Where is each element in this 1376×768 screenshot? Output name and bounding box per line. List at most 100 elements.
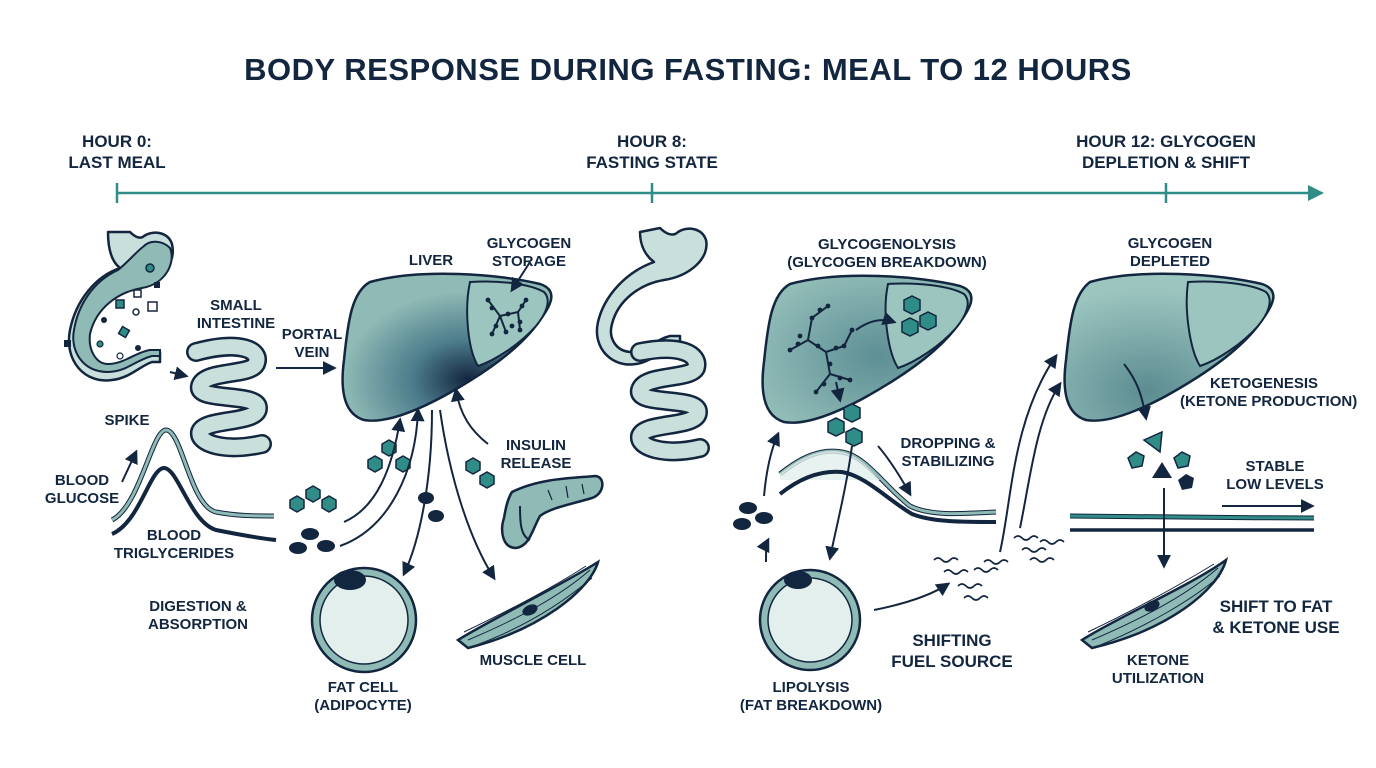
label-glycogen-storage-line-1: GLYCOGEN [486,235,572,252]
label-dropping-stabilizing-line-2: STABILIZING [901,453,995,470]
label-glycogen-depleted: GLYCOGEN DEPLETED [1112,235,1228,271]
arrow-spike [121,449,138,483]
fat-cell-icon [310,566,418,674]
label-blood-glucose-line-1: BLOOD [54,472,110,489]
label-stable-low-levels-line-2: LOW LEVELS [1226,476,1324,493]
label-small-intestine-line-2: INTESTINE [196,315,276,332]
timeline-label-hour-8: HOUR 8: FASTING STATE [562,131,742,173]
blood-triglycerides-curve [111,465,277,542]
blood-glucose-curve [110,427,275,523]
arrow-liver-to-muscle [439,409,496,581]
label-small-intestine: SMALL INTESTINE [186,297,286,333]
glucose-molecules-icon [289,439,495,513]
timeline-label-hour-0-line-2: LAST MEAL [68,153,166,172]
label-shifting-fuel-source-line-2: FUEL SOURCE [891,652,1013,671]
label-muscle-cell: MUSCLE CELL [479,652,587,669]
label-shift-to-fat-ketone-use: SHIFT TO FAT & KETONE USE [1206,596,1346,638]
stomach-icon [64,230,175,382]
small-intestine-icon [186,336,272,458]
label-shifting-fuel-source: SHIFTING FUEL SOURCE [888,630,1016,672]
arrow-stomach-to-intestine [169,366,189,381]
fat-droplets-icon [733,502,773,530]
timeline-label-hour-0: HOUR 0: LAST MEAL [52,131,182,173]
timeline-axis [115,183,1324,203]
label-fat-cell: FAT CELL (ADIPOCYTE) [300,679,426,715]
label-blood-triglycerides-line-2: TRIGLYCERIDES [113,545,235,562]
timeline-label-hour-12-line-1: HOUR 12: GLYCOGEN [1076,132,1256,151]
arrow-lipolysis-up [756,537,770,563]
liver-icon [341,272,553,422]
timeline-label-hour-0-line-1: HOUR 0: [82,132,152,151]
label-shifting-fuel-source-line-1: SHIFTING [912,631,992,650]
dropping-triglycerides-curve [778,469,997,524]
label-insulin-release-line-1: INSULIN [506,437,566,454]
arrow-fatty-acids-to-liver-b [1019,381,1062,529]
label-stable-low-levels: STABLE LOW LEVELS [1220,458,1330,494]
label-blood-triglycerides-line-1: BLOOD [146,527,202,544]
label-blood-glucose: BLOOD GLUCOSE [34,472,130,508]
ketone-bodies-icon [1127,430,1194,490]
timeline-label-hour-8-line-1: HOUR 8: [617,132,687,151]
label-ketogenesis: KETOGENESIS (KETONE PRODUCTION) [1180,375,1358,411]
label-portal-vein: PORTAL VEIN [272,326,352,362]
arrow-fatty-acids-to-liver-a [999,353,1058,553]
label-fat-cell-line-1: FAT CELL [327,679,399,696]
lipolysis-fat-cell-icon [758,568,862,672]
label-lipolysis-line-1: LIPOLYSIS [772,679,850,696]
arrow-glucose-to-liver [343,417,406,523]
timeline-label-hour-12-line-2: DEPLETION & SHIFT [1081,153,1251,172]
liver-depleted-icon [1063,272,1275,422]
label-blood-triglycerides: BLOOD TRIGLYCERIDES [104,527,244,563]
label-glycogen-depleted-line-1: GLYCOGEN [1127,235,1213,252]
arrow-shifting-fuel [873,582,951,611]
arrow-fats-to-liver [339,407,425,547]
label-glycogenolysis: GLYCOGENOLYSIS (GLYCOGEN BREAKDOWN) [782,236,992,272]
label-ketone-utilization: KETONE UTILIZATION [1096,652,1220,688]
label-shift-to-fat-line-1: SHIFT TO FAT [1219,597,1333,616]
pancreas-icon [500,474,604,550]
label-ketone-utilization-line-2: UTILIZATION [1111,670,1205,687]
small-intestine-empty-icon [630,339,710,462]
label-spike: SPIKE [104,412,150,429]
label-ketogenesis-line-2: (KETONE PRODUCTION) [1180,393,1358,410]
label-ketogenesis-line-1: KETOGENESIS [1209,375,1319,392]
label-liver: LIVER [408,252,454,269]
stable-low-levels-line [1069,513,1315,532]
muscle-cell-icon [455,559,601,650]
label-digestion-absorption-line-1: DIGESTION & [149,598,247,615]
arrow-fat-to-liver [763,431,780,497]
label-dropping-stabilizing: DROPPING & STABILIZING [890,435,1006,471]
liver-glycogenolysis-icon [761,274,973,424]
label-digestion-absorption: DIGESTION & ABSORPTION [128,598,268,634]
page-title: BODY RESPONSE DURING FASTING: MEAL TO 12… [244,52,1132,87]
arrow-liver-to-fat-cell [402,409,433,577]
arrow-ketogenesis [1123,363,1151,421]
label-shift-to-fat-line-2: & KETONE USE [1212,618,1340,637]
arrow-dropping [877,445,912,497]
label-glycogen-depleted-line-2: DEPLETED [1129,253,1210,270]
timeline-label-hour-8-line-2: FASTING STATE [586,153,718,172]
arrow-to-glycogen-storage [510,261,531,293]
label-lipolysis: LIPOLYSIS (FAT BREAKDOWN) [736,679,886,715]
dropping-glucose-curve [778,448,997,517]
label-insulin-release-line-2: RELEASE [500,455,572,472]
released-glucose-icon [827,403,863,447]
label-ketone-utilization-line-1: KETONE [1126,652,1190,669]
label-portal-vein-line-1: PORTAL [281,326,343,343]
triglyceride-droplets-icon [289,492,444,554]
label-fat-cell-line-2: (ADIPOCYTE) [314,697,412,714]
label-stable-low-levels-line-1: STABLE [1245,458,1305,475]
arrow-insulin-to-liver [450,387,489,445]
label-blood-glucose-line-2: GLUCOSE [44,490,120,507]
muscle-cell-ketone-icon [1079,556,1229,650]
label-portal-vein-line-2: VEIN [294,344,330,361]
fatty-acids-icon [933,535,1065,601]
label-small-intestine-line-1: SMALL [210,297,262,314]
arrow-glucose-downward [825,445,853,561]
label-insulin-release: INSULIN RELEASE [490,437,582,473]
timeline-label-hour-12: HOUR 12: GLYCOGEN DEPLETION & SHIFT [1060,131,1272,173]
label-glycogen-storage: GLYCOGEN STORAGE [474,235,584,271]
label-glycogen-storage-line-2: STORAGE [492,253,566,270]
